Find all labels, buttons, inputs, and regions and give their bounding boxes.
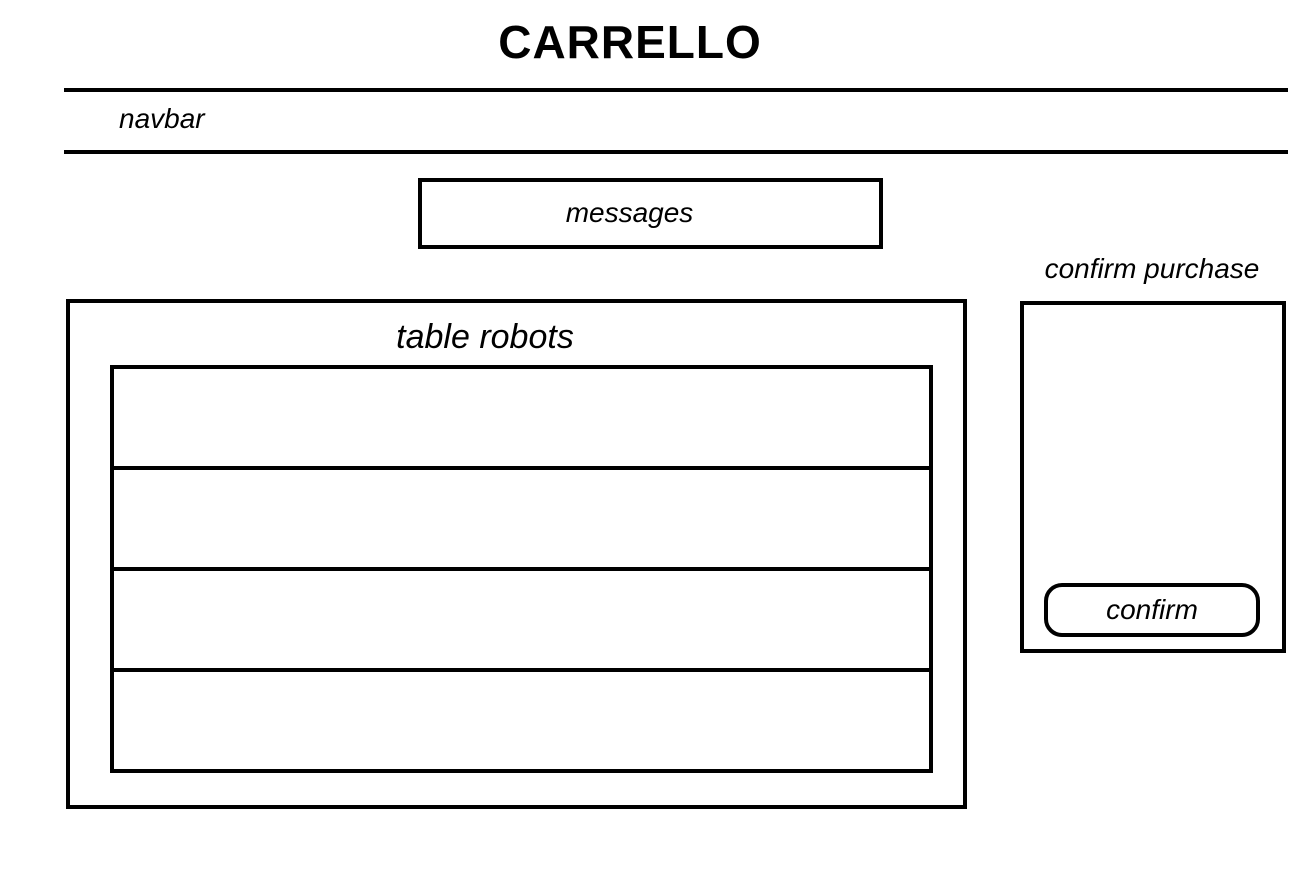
navbar[interactable]: navbar	[64, 88, 1288, 154]
table-row[interactable]	[114, 470, 929, 571]
navbar-label: navbar	[119, 103, 205, 134]
robots-table-label: table robots	[396, 318, 574, 356]
confirm-purchase-panel: confirm	[1020, 301, 1286, 653]
messages-box: messages	[418, 178, 883, 249]
robots-table	[110, 365, 933, 773]
table-row[interactable]	[114, 672, 929, 769]
messages-label: messages	[565, 197, 694, 228]
confirm-purchase-label: confirm purchase	[1044, 253, 1260, 284]
robots-panel: table robots	[66, 299, 967, 809]
page-title: CARRELLO	[498, 16, 762, 68]
confirm-button[interactable]: confirm	[1044, 583, 1260, 637]
table-row[interactable]	[114, 369, 929, 470]
table-row[interactable]	[114, 571, 929, 672]
